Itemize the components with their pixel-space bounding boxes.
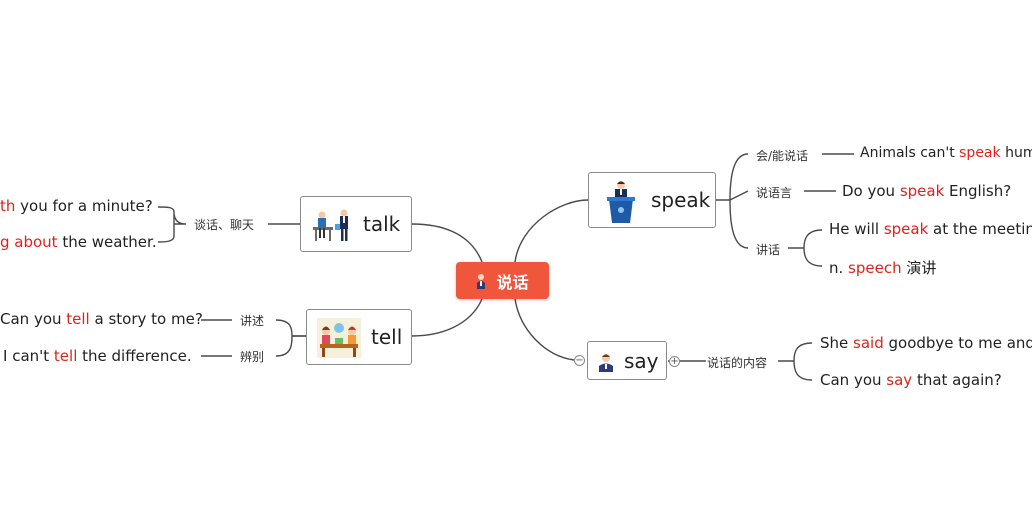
tell-meaning-tag-1[interactable]: 讲述 [240, 314, 265, 328]
central-topic-label: 说话 [496, 272, 529, 292]
say-example-2[interactable]: Can you say that again? [820, 371, 1002, 389]
brace-speak [716, 153, 749, 249]
tell-example-1[interactable]: Can you tell a story to me? [0, 310, 203, 328]
topic-say-label: say [624, 348, 659, 373]
link-center-tell [411, 298, 483, 337]
say-meaning-tag[interactable]: 说话的内容 [707, 356, 768, 370]
speak-example-1[interactable]: Animals can't speak hum [860, 145, 1032, 161]
topic-tell[interactable]: tell [306, 309, 412, 365]
central-topic[interactable]: 说话 [456, 262, 549, 299]
say-example-1[interactable]: She said goodbye to me and [820, 334, 1032, 352]
talk-example-1[interactable]: th you for a minute? [0, 197, 153, 215]
talk-meaning-tag[interactable]: 谈话、聊天 [194, 218, 255, 232]
brace-talk [157, 206, 187, 243]
lectern-speaker-icon [607, 181, 635, 223]
speak-meaning-tag-3[interactable]: 讲话 [756, 243, 781, 257]
talk-example-2[interactable]: g about the weather. [0, 233, 157, 251]
link-center-talk [411, 223, 483, 263]
speak-example-2[interactable]: Do you speak English? [842, 182, 1012, 200]
tell-meaning-tag-2[interactable]: 辨别 [240, 350, 265, 364]
speak-meaning-tag-2[interactable]: 说语言 [756, 186, 793, 200]
speak-example-3[interactable]: He will speak at the meeting [829, 220, 1032, 238]
topic-speak[interactable]: speak [588, 172, 716, 228]
collapse-toggle[interactable]: − [574, 355, 585, 366]
brace-speak-sub [788, 229, 823, 267]
topic-speak-label: speak [651, 188, 711, 212]
brace-say [778, 342, 813, 381]
topic-tell-label: tell [371, 325, 403, 349]
topic-talk-label: talk [363, 212, 401, 236]
person-icon [477, 273, 486, 289]
expand-toggle[interactable]: + [669, 356, 680, 367]
brace-tell [275, 319, 306, 357]
tell-example-2[interactable]: I can't tell the difference. [3, 347, 192, 365]
office-people-icon [313, 209, 348, 241]
speak-meaning-tag-1[interactable]: 会/能说话 [756, 149, 809, 163]
link-center-say [514, 298, 575, 361]
topic-say[interactable]: say [587, 341, 667, 380]
link-center-speak [514, 199, 589, 263]
topic-talk[interactable]: talk [300, 196, 412, 252]
speak-example-4[interactable]: n. speech 演讲 [829, 259, 937, 277]
person-icon [599, 354, 613, 372]
family-table-icon [317, 318, 361, 358]
